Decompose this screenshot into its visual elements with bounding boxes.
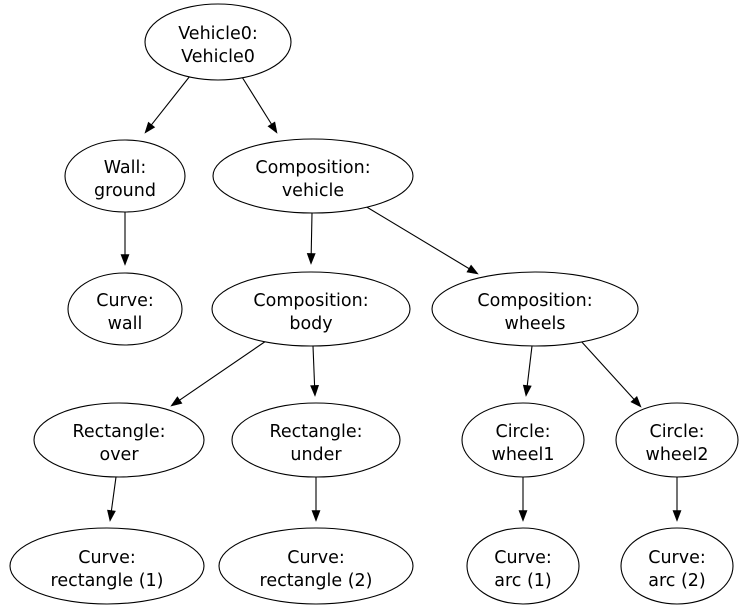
- node-label-line2: over: [99, 445, 139, 465]
- node-ellipse[interactable]: [33, 402, 205, 478]
- graph-node-curve-arc-1[interactable]: Curve: arc (1): [466, 527, 580, 605]
- edge-arrowhead-icon: [107, 509, 116, 522]
- edge-arrowhead-icon: [466, 264, 479, 275]
- node-label-line2: arc (2): [648, 571, 706, 591]
- graph-node-curve-rectangle-2[interactable]: Curve: rectangle (2): [218, 527, 414, 605]
- edge-arrowhead-icon: [306, 253, 316, 265]
- edge-line: [178, 340, 267, 402]
- node-label-line2: wheels: [505, 314, 566, 334]
- node-ellipse[interactable]: [212, 138, 414, 214]
- edge-line: [110, 476, 117, 513]
- node-ellipse[interactable]: [9, 527, 205, 605]
- graph-edge: [522, 345, 533, 397]
- edge-arrowhead-icon: [120, 254, 130, 266]
- node-label-line2: body: [289, 314, 332, 334]
- edge-line: [526, 345, 533, 388]
- graph-edge: [120, 212, 130, 266]
- node-label-line1: Curve:: [494, 548, 552, 568]
- node-label-line1: Wall:: [104, 158, 147, 178]
- graph-edge: [310, 345, 320, 397]
- node-label-line2: rectangle (1): [51, 571, 164, 591]
- graph-node-wall-ground[interactable]: Wall: ground: [64, 139, 186, 213]
- graph-edge: [170, 340, 267, 407]
- graph-edge: [311, 477, 321, 522]
- node-label-line1: Composition:: [253, 291, 368, 311]
- edge-line: [312, 345, 316, 388]
- node-ellipse[interactable]: [431, 271, 639, 347]
- node-ellipse[interactable]: [218, 527, 414, 605]
- edge-arrowhead-icon: [310, 385, 320, 397]
- graph-node-circle-wheel2[interactable]: Circle: wheel2: [615, 402, 739, 478]
- graph-node-rectangle-under[interactable]: Rectangle: under: [231, 402, 401, 478]
- node-label-line2: arc (1): [494, 571, 552, 591]
- edge-line: [310, 212, 313, 256]
- node-ellipse[interactable]: [144, 3, 292, 81]
- graph-edge: [364, 205, 479, 275]
- edge-line: [150, 75, 191, 127]
- graph-edge: [144, 75, 191, 134]
- node-label-line2: under: [290, 445, 342, 465]
- nodes-layer: Vehicle0:Vehicle0Wall:groundComposition:…: [9, 3, 739, 605]
- node-ellipse[interactable]: [620, 527, 734, 605]
- node-label-line1: Vehicle0:: [178, 24, 258, 44]
- edge-line: [364, 205, 471, 270]
- graph-node-rectangle-over[interactable]: Rectangle: over: [33, 402, 205, 478]
- node-label-line1: Curve:: [78, 548, 136, 568]
- graph-edge: [518, 477, 528, 522]
- graph-edge: [672, 477, 682, 522]
- edge-line: [579, 339, 636, 401]
- node-label-line2: Vehicle0: [181, 47, 255, 67]
- node-label-line1: Rectangle:: [72, 422, 165, 442]
- node-label-line1: Curve:: [648, 548, 706, 568]
- edge-arrowhead-icon: [170, 396, 183, 407]
- graph-node-curve-rectangle-1[interactable]: Curve: rectangle (1): [9, 527, 205, 605]
- graph-node-composition-vehicle[interactable]: Composition: vehicle: [212, 138, 414, 214]
- edges-layer: [107, 75, 682, 522]
- edge-arrowhead-icon: [311, 510, 321, 522]
- node-label-line1: Rectangle:: [269, 422, 362, 442]
- node-ellipse[interactable]: [64, 139, 186, 213]
- edge-arrowhead-icon: [267, 121, 278, 134]
- node-label-line2: wall: [108, 314, 143, 334]
- node-ellipse[interactable]: [461, 402, 585, 478]
- node-label-line1: Composition:: [255, 158, 370, 178]
- graph-node-circle-wheel1[interactable]: Circle: wheel1: [461, 402, 585, 478]
- graph-node-composition-wheels[interactable]: Composition: wheels: [431, 271, 639, 347]
- node-label-line1: Curve:: [287, 548, 345, 568]
- node-label-line2: ground: [94, 181, 156, 201]
- node-label-line1: Curve:: [96, 291, 154, 311]
- node-ellipse[interactable]: [615, 402, 739, 478]
- edge-line: [241, 76, 273, 126]
- graph-node-curve-arc-2[interactable]: Curve: arc (2): [620, 527, 734, 605]
- node-ellipse[interactable]: [67, 272, 183, 346]
- node-label-line1: Composition:: [477, 291, 592, 311]
- node-label-line1: Circle:: [495, 422, 550, 442]
- node-ellipse[interactable]: [231, 402, 401, 478]
- graph-edge: [241, 76, 278, 134]
- node-ellipse[interactable]: [466, 527, 580, 605]
- graph-node-vehicle0[interactable]: Vehicle0: Vehicle0: [144, 3, 292, 81]
- node-label-line2: rectangle (2): [260, 571, 373, 591]
- node-label-line2: wheel2: [646, 445, 709, 465]
- node-ellipse[interactable]: [211, 271, 411, 347]
- node-label-line1: Circle:: [649, 422, 704, 442]
- edge-arrowhead-icon: [144, 121, 156, 134]
- graph-node-composition-body[interactable]: Composition: body: [211, 271, 411, 347]
- edge-arrowhead-icon: [522, 384, 532, 397]
- graph-edge: [306, 212, 316, 265]
- graph-edge: [579, 339, 642, 408]
- graph-node-curve-wall[interactable]: Curve: wall: [67, 272, 183, 346]
- node-label-line2: vehicle: [282, 181, 344, 201]
- graph-edge: [107, 476, 117, 522]
- node-label-line2: wheel1: [492, 445, 555, 465]
- edge-arrowhead-icon: [630, 396, 642, 408]
- edge-arrowhead-icon: [518, 510, 528, 522]
- edge-arrowhead-icon: [672, 510, 682, 522]
